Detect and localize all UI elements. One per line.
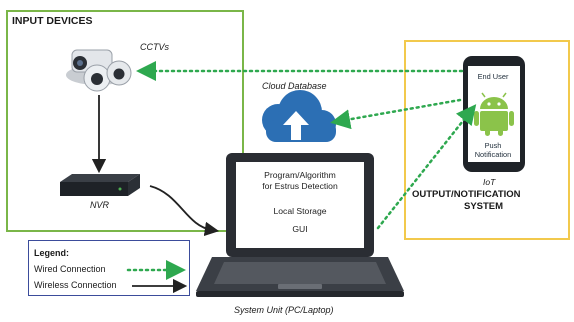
nvr-label: NVR bbox=[90, 200, 110, 210]
legend-title: Legend: bbox=[34, 248, 69, 258]
output-notification-group bbox=[404, 40, 570, 240]
notification-label: Notification bbox=[474, 150, 512, 159]
laptop-icon bbox=[196, 153, 404, 297]
screen-line-program: Program/Algorithm bbox=[264, 170, 336, 180]
cctv-cameras-icon bbox=[66, 49, 132, 92]
output-title-line2: SYSTEM bbox=[464, 201, 504, 212]
nvr-device-icon bbox=[60, 174, 140, 196]
screen-line-estrus: for Estrus Detection bbox=[262, 181, 338, 191]
push-label: Push bbox=[484, 141, 502, 150]
cloud-upload-icon bbox=[262, 90, 336, 142]
wireless-link-phone-cloud bbox=[330, 98, 462, 130]
legend-box bbox=[28, 240, 190, 296]
system-unit-caption: System Unit (PC/Laptop) bbox=[234, 305, 334, 315]
android-icon bbox=[474, 92, 514, 136]
screen-line-storage: Local Storage bbox=[273, 206, 327, 216]
wired-link-nvr-laptop bbox=[149, 185, 220, 237]
wireless-link-laptop-phone bbox=[376, 104, 477, 230]
cctv-label: CCTVs bbox=[140, 42, 169, 52]
iot-label: IoT bbox=[483, 177, 496, 187]
legend-wireless-label: Wireless Connection bbox=[34, 280, 117, 290]
output-title-line1: OUTPUT/NOTIFICATION bbox=[412, 189, 521, 200]
end-user-label: End User bbox=[477, 72, 509, 81]
legend-wired-label: Wired Connection bbox=[34, 264, 106, 274]
screen-line-gui: GUI bbox=[292, 224, 308, 234]
input-devices-title: INPUT DEVICES bbox=[12, 15, 93, 27]
input-devices-group bbox=[6, 10, 244, 232]
cloud-database-label: Cloud Database bbox=[262, 81, 327, 91]
